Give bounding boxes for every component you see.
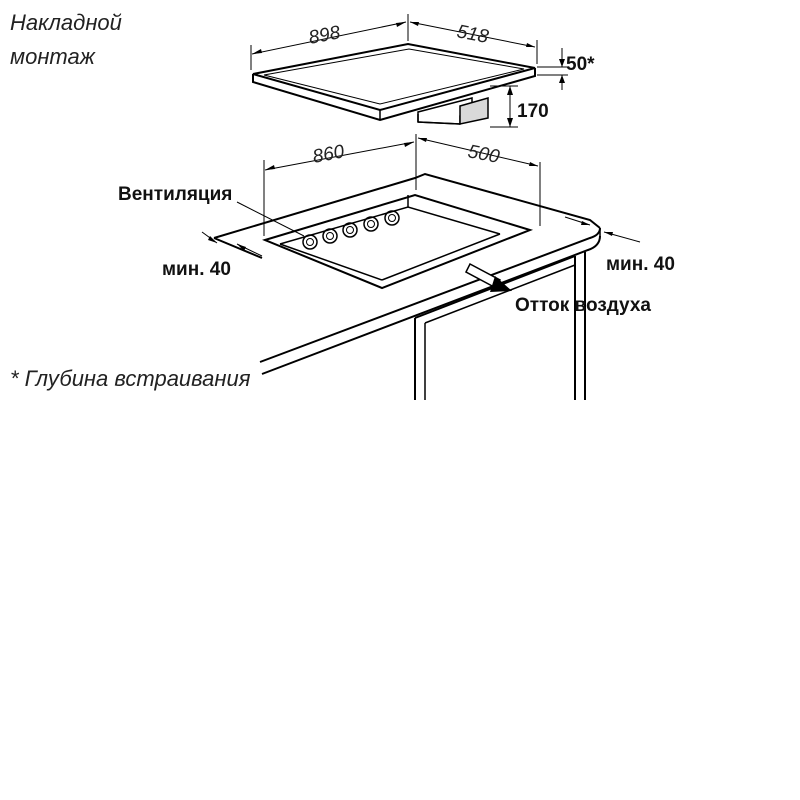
dim-hob-width bbox=[250, 14, 409, 70]
min-right-label: мин. 40 bbox=[606, 254, 675, 275]
cutout-inner-floor-edge bbox=[381, 233, 501, 281]
air-outflow-arrow bbox=[465, 262, 512, 292]
hob-body-edge-bottom bbox=[417, 121, 461, 125]
cutout-opening bbox=[262, 193, 534, 290]
ventilation-holes bbox=[302, 210, 400, 250]
title-line-2: монтаж bbox=[10, 44, 96, 69]
cutout-inner-left-wall bbox=[279, 243, 383, 281]
dim-hob-thickness bbox=[537, 48, 568, 90]
footnote: * Глубина встраивания bbox=[10, 366, 251, 391]
dim-unit-height bbox=[490, 85, 518, 128]
hob-glass-inner-edge bbox=[263, 48, 525, 105]
dim-hob-depth bbox=[409, 21, 538, 64]
countertop-drawing bbox=[213, 172, 601, 400]
hob-body-side bbox=[459, 97, 489, 125]
dim-cutout-depth-label: 500 bbox=[466, 141, 502, 168]
dim-unit-height-label: 170 bbox=[517, 101, 549, 122]
air-outflow-label: Отток воздуха bbox=[515, 295, 651, 316]
dim-cutout-width-label: 860 bbox=[311, 141, 347, 168]
hob-front-edge bbox=[252, 68, 536, 122]
dim-min-left bbox=[201, 231, 263, 257]
countertop-top-back-edge bbox=[213, 172, 601, 239]
dim-min-right bbox=[564, 216, 641, 243]
cabinet bbox=[414, 252, 586, 400]
dim-hob-width-label: 898 bbox=[307, 22, 343, 49]
title-line-1: Накладной bbox=[10, 10, 122, 35]
dim-cutout-width bbox=[263, 134, 417, 236]
hob-drawing bbox=[252, 42, 536, 125]
ventilation-label: Вентиляция bbox=[118, 184, 232, 205]
min-left-label: мин. 40 bbox=[162, 259, 231, 280]
ventilation-leader-line bbox=[236, 201, 305, 237]
dim-hob-thickness-label: 50* bbox=[566, 54, 595, 75]
dim-hob-depth-label: 518 bbox=[455, 21, 491, 48]
dim-cutout-depth bbox=[417, 137, 541, 226]
countertop-front-bottom-edge bbox=[261, 235, 601, 375]
